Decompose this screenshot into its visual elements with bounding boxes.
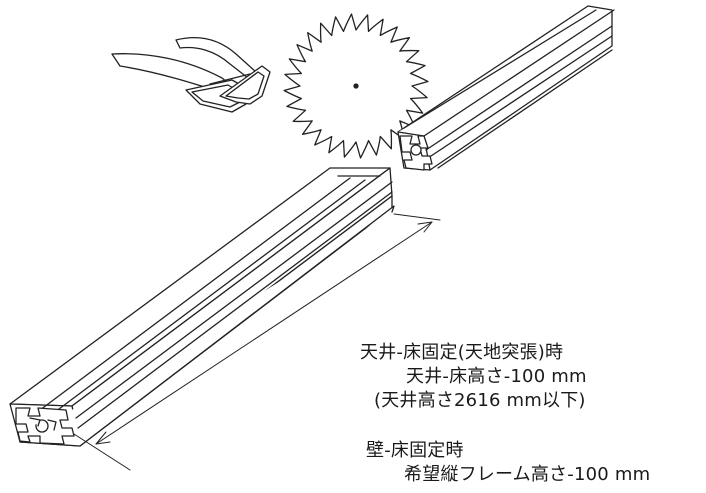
length-dimension-line (73, 213, 441, 471)
wall-floor-formula: 希望縦フレーム高さ-100 mm (404, 464, 651, 485)
short-extrusion-profile (397, 5, 615, 171)
ceiling-floor-formula: 天井-床高さ-100 mm (406, 366, 587, 387)
ceiling-floor-title: 天井-床固定(天地突張)時 (360, 342, 564, 363)
circular-saw-blade-icon (283, 13, 429, 159)
ceiling-floor-note: (天井高さ2616 mm以下) (374, 390, 586, 411)
long-extrusion-profile (9, 167, 395, 447)
safety-glasses-icon (111, 37, 271, 113)
saw-blade-arbor-hole (353, 83, 359, 89)
wall-floor-title: 壁-床固定時 (366, 440, 464, 461)
